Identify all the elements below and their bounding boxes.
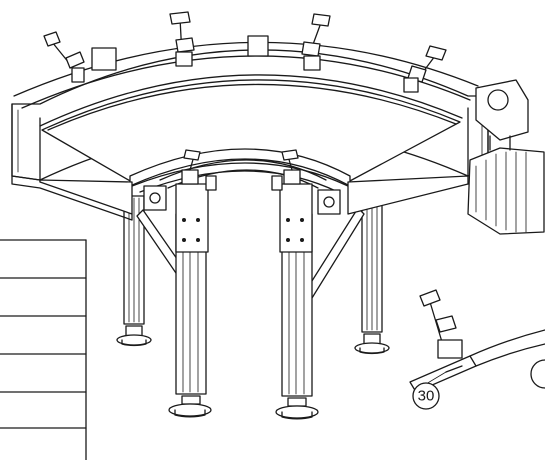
inner-bracket-right <box>271 149 301 191</box>
guide-bracket-3 <box>301 13 331 71</box>
rear-right-leg <box>304 203 390 355</box>
front-right-leg <box>275 213 319 420</box>
inner-frame-right <box>317 169 489 215</box>
parts-table-fragment <box>0 239 87 460</box>
gear-motor <box>467 79 545 235</box>
right-leg-mount-plate <box>279 183 313 253</box>
guide-bracket-2 <box>169 11 195 67</box>
guide-bracket-4 <box>403 45 447 93</box>
callout-30: 30 <box>412 371 447 410</box>
left-leg-mount-plate <box>175 183 209 253</box>
frame-tab-1 <box>91 47 117 71</box>
inner-frame-left <box>11 175 167 221</box>
front-left-leg <box>168 213 212 418</box>
callout-30-label: 30 <box>418 388 435 405</box>
guide-bracket-1 <box>43 31 85 83</box>
frame-tab-2 <box>247 35 269 57</box>
inner-bracket-left <box>181 149 217 191</box>
detail-view <box>409 289 545 393</box>
